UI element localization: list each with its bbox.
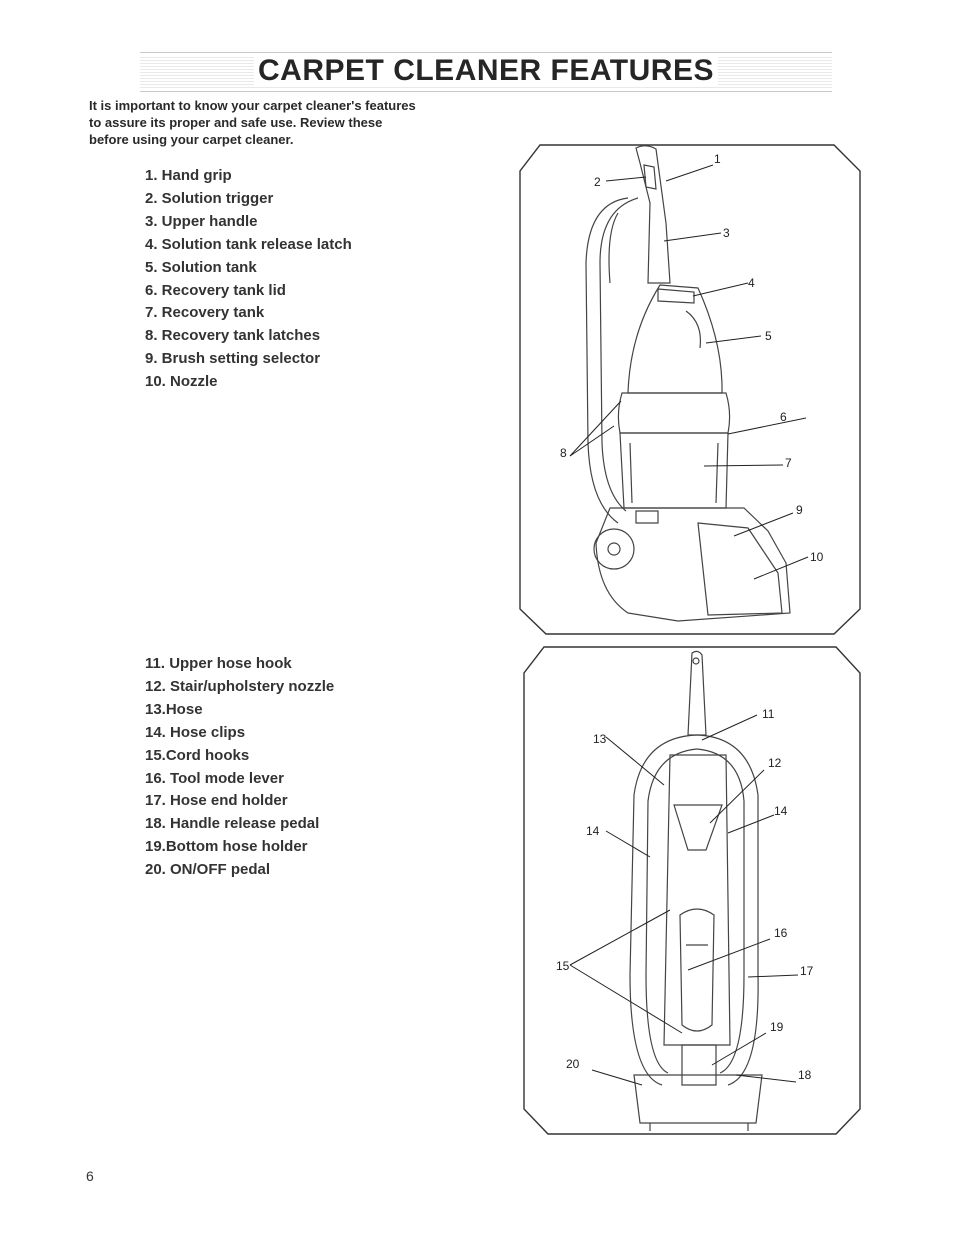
callout-label: 18	[798, 1068, 812, 1082]
page-title: CARPET CLEANER FEATURES	[140, 54, 832, 88]
callout-label: 7	[785, 456, 792, 470]
feature-item: 5. Solution tank	[145, 258, 257, 276]
feature-item: 20. ON/OFF pedal	[145, 861, 271, 879]
callout-label: 20	[566, 1057, 580, 1071]
title-rule-bottom	[140, 91, 832, 92]
back-view-illustration: 11 12 13 14 14 15 16 17 18 19 20	[523, 646, 861, 1135]
front-features-list: 1. Hand grip 2. Solution trigger 3. Uppe…	[145, 165, 352, 394]
feature-item: 6. Recovery tank lid	[145, 281, 286, 299]
feature-item: 12. Stair/upholstery nozzle	[145, 677, 335, 695]
page-title-text: CARPET CLEANER FEATURES	[254, 54, 718, 87]
feature-item: 19.Bottom hose holder	[145, 838, 308, 856]
intro-line: before using your carpet cleaner.	[89, 132, 294, 147]
callout-label: 9	[796, 503, 803, 517]
feature-item: 1. Hand grip	[145, 167, 232, 184]
callout-label: 8	[560, 446, 567, 460]
callout-label: 11	[762, 707, 775, 721]
feature-item: 7. Recovery tank	[145, 304, 265, 322]
callout-label: 4	[748, 276, 755, 290]
panel-frame	[519, 144, 861, 635]
feature-item: 15.Cord hooks	[145, 746, 250, 764]
feature-item: 3. Upper handle	[145, 212, 258, 230]
feature-item: 4. Solution tank release latch	[145, 235, 352, 253]
panel-frame	[523, 646, 861, 1135]
callouts-front: 1 2 3 4 5 6 7 8 9 10	[560, 152, 824, 564]
callout-label: 16	[774, 926, 788, 940]
callout-label: 17	[800, 964, 814, 978]
feature-item: 14. Hose clips	[145, 723, 246, 741]
title-band: CARPET CLEANER FEATURES	[140, 52, 832, 92]
callout-label: 12	[768, 756, 782, 770]
intro-paragraph: It is important to know your carpet clea…	[89, 97, 459, 148]
title-rule-top	[140, 52, 832, 53]
feature-item: 16. Tool mode lever	[145, 769, 284, 787]
intro-line: It is important to know your carpet clea…	[89, 98, 416, 113]
callouts-back: 11 12 13 14 14 15 16 17 18 19 20	[556, 707, 814, 1082]
callout-label: 6	[780, 410, 787, 424]
feature-item: 11. Upper hose hook	[145, 655, 292, 672]
callout-label: 19	[770, 1020, 784, 1034]
page-number: 6	[86, 1168, 94, 1184]
callout-label: 14	[586, 824, 600, 838]
callout-label: 13	[593, 732, 607, 746]
feature-item: 13.Hose	[145, 700, 203, 718]
callout-label: 10	[810, 550, 824, 564]
feature-item: 10. Nozzle	[145, 373, 218, 391]
callout-label: 14	[774, 804, 788, 818]
callout-label: 1	[714, 152, 721, 166]
intro-line: to assure its proper and safe use. Revie…	[89, 115, 383, 130]
front-view-illustration: 1 2 3 4 5 6 7 8 9 10	[519, 144, 861, 635]
leader-lines	[569, 714, 799, 1086]
callout-label: 2	[594, 175, 601, 189]
back-features-list: 11. Upper hose hook 12. Stair/upholstery…	[145, 653, 334, 882]
leader-lines	[569, 164, 809, 580]
callout-label: 3	[723, 226, 730, 240]
callout-label: 5	[765, 329, 772, 343]
feature-item: 8. Recovery tank latches	[145, 327, 321, 345]
cleaner-front-drawing	[585, 145, 791, 622]
callout-label: 15	[556, 959, 570, 973]
feature-item: 2. Solution trigger	[145, 189, 274, 207]
front-view-panel: 1 2 3 4 5 6 7 8 9 10	[518, 143, 862, 636]
feature-item: 9. Brush setting selector	[145, 350, 321, 368]
feature-item: 18. Handle release pedal	[145, 815, 320, 833]
back-view-panel: 11 12 13 14 14 15 16 17 18 19 20	[522, 645, 862, 1136]
feature-item: 17. Hose end holder	[145, 792, 288, 810]
cleaner-back-drawing	[629, 650, 763, 1131]
